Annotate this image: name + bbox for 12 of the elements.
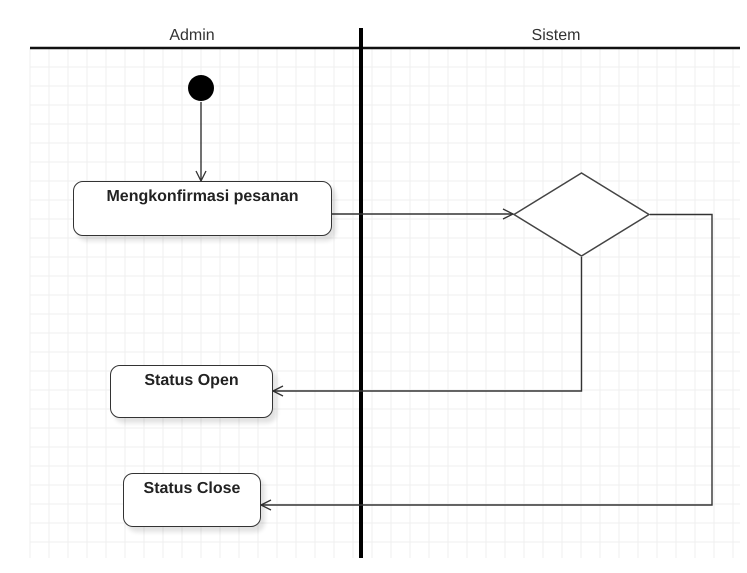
activity-box <box>123 473 261 527</box>
arrow <box>195 102 207 182</box>
swimlane-title: Admin <box>169 27 215 45</box>
activity-box <box>73 181 332 236</box>
swimlane-title: Sistem <box>532 27 580 45</box>
arrow <box>272 257 582 397</box>
arrow <box>260 214 713 511</box>
activity-box <box>110 365 273 418</box>
arrow <box>332 208 514 220</box>
activity-label: Status Open <box>144 372 239 389</box>
activity-label: Status Close <box>144 480 240 497</box>
activity-label: Mengkonfirmasi pesanan <box>106 188 299 205</box>
